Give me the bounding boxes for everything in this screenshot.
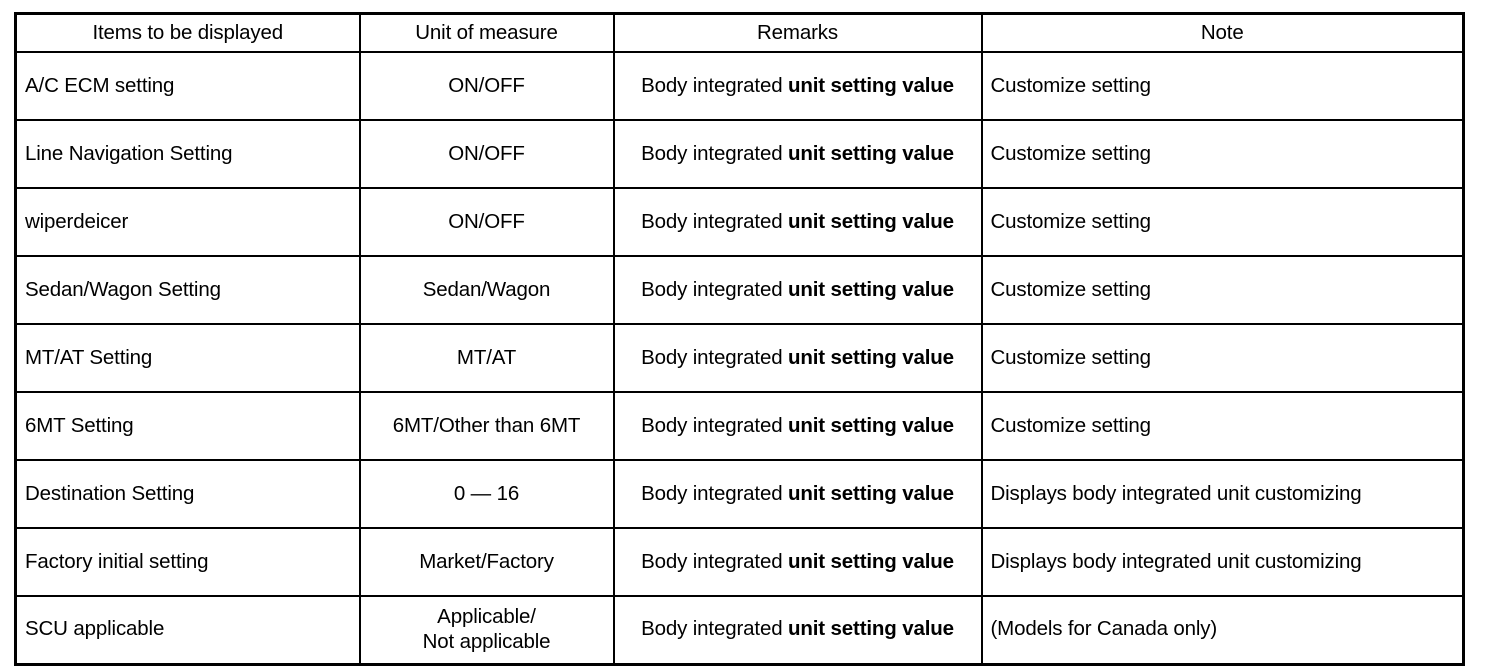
remarks-text-tail: unit setting value xyxy=(788,73,954,97)
spec-table-container: Items to be displayed Unit of measure Re… xyxy=(14,12,1465,666)
cell-unit-of-measure: ON/OFF xyxy=(358,119,615,189)
remarks-text-lead: Body integrated xyxy=(641,413,789,437)
remarks-text-lead: Body integrated xyxy=(641,277,789,301)
cell-remarks: Body integrated unit setting value xyxy=(612,51,983,121)
remarks-text-tail: unit setting value xyxy=(788,141,954,165)
remarks-text-lead: Body integrated xyxy=(641,617,789,641)
cell-remarks: Body integrated unit setting value xyxy=(612,255,983,325)
remarks-text-tail: unit setting value xyxy=(788,413,954,437)
cell-note: Customize setting xyxy=(980,119,1465,189)
column-header-items: Items to be displayed xyxy=(14,12,361,53)
remarks-text-tail: unit setting value xyxy=(788,277,954,301)
column-header-note: Note xyxy=(980,12,1465,53)
remarks-text-tail: unit setting value xyxy=(788,549,954,573)
cell-note: (Models for Canada only) xyxy=(980,595,1465,665)
cell-unit-of-measure: Market/Factory xyxy=(358,527,615,597)
cell-item: Line Navigation Setting xyxy=(14,119,361,189)
cell-item: MT/AT Setting xyxy=(14,323,361,393)
remarks-text-tail: unit setting value xyxy=(788,209,954,233)
table-header-row: Items to be displayed Unit of measure Re… xyxy=(14,12,1465,53)
cell-remarks: Body integrated unit setting value xyxy=(612,527,983,597)
cell-unit-of-measure: ON/OFF xyxy=(358,51,615,121)
cell-remarks: Body integrated unit setting value xyxy=(612,119,983,189)
remarks-text-lead: Body integrated xyxy=(641,141,789,165)
cell-unit-of-measure: Sedan/Wagon xyxy=(358,255,615,325)
cell-unit-of-measure: ON/OFF xyxy=(358,187,615,257)
cell-unit-of-measure: 0 — 16 xyxy=(358,459,615,529)
cell-note: Customize setting xyxy=(980,255,1465,325)
display-items-table: Items to be displayed Unit of measure Re… xyxy=(14,12,1465,666)
table-header: Items to be displayed Unit of measure Re… xyxy=(14,12,1465,53)
cell-item: Factory initial setting xyxy=(14,527,361,597)
cell-remarks: Body integrated unit setting value xyxy=(612,323,983,393)
cell-note: Customize setting xyxy=(980,51,1465,121)
cell-item: Sedan/Wagon Setting xyxy=(14,255,361,325)
remarks-text-lead: Body integrated xyxy=(641,209,789,233)
cell-remarks: Body integrated unit setting value xyxy=(612,391,983,461)
remarks-text-tail: unit setting value xyxy=(788,345,954,369)
remarks-text-tail: unit setting value xyxy=(788,481,954,505)
cell-item: Destination Setting xyxy=(14,459,361,529)
cell-unit-of-measure: Applicable/ Not applicable xyxy=(358,595,615,665)
remarks-text-lead: Body integrated xyxy=(641,345,789,369)
cell-note: Displays body integrated unit customizin… xyxy=(980,527,1465,597)
cell-remarks: Body integrated unit setting value xyxy=(612,187,983,257)
cell-note: Customize setting xyxy=(980,323,1465,393)
remarks-text-lead: Body integrated xyxy=(641,73,789,97)
cell-remarks: Body integrated unit setting value xyxy=(612,459,983,529)
cell-item: SCU applicable xyxy=(14,595,361,665)
cell-unit-of-measure: 6MT/Other than 6MT xyxy=(358,391,615,461)
cell-note: Customize setting xyxy=(980,391,1465,461)
column-header-unit: Unit of measure xyxy=(358,12,615,53)
cell-item: wiperdeicer xyxy=(14,187,361,257)
remarks-text-tail: unit setting value xyxy=(788,617,954,641)
cell-item: A/C ECM setting xyxy=(14,51,361,121)
cell-unit-of-measure: MT/AT xyxy=(358,323,615,393)
column-header-remarks: Remarks xyxy=(612,12,983,53)
remarks-text-lead: Body integrated xyxy=(641,481,789,505)
remarks-text-lead: Body integrated xyxy=(641,549,789,573)
cell-remarks: Body integrated unit setting value xyxy=(612,595,983,665)
cell-note: Customize setting xyxy=(980,187,1465,257)
cell-note: Displays body integrated unit customizin… xyxy=(980,459,1465,529)
cell-item: 6MT Setting xyxy=(14,391,361,461)
